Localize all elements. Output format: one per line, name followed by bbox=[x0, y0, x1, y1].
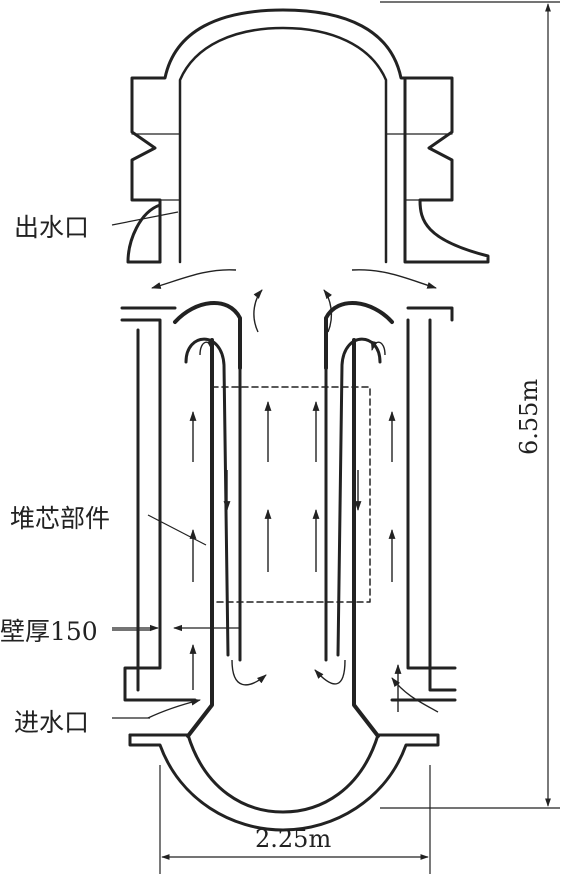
upper-head bbox=[126, 8, 490, 264]
dimension-lines bbox=[159, 1, 560, 874]
dimension-arrows bbox=[161, 3, 551, 860]
core-region bbox=[211, 386, 371, 603]
leader-lines bbox=[111, 211, 207, 719]
dimension-height: 6.55m bbox=[515, 379, 543, 455]
flow-arrows bbox=[147, 269, 439, 719]
lower-head bbox=[128, 733, 440, 832]
core-barrel bbox=[173, 301, 394, 738]
label-wall-thickness: 壁厚150 bbox=[0, 617, 98, 646]
label-core: 堆芯部件 bbox=[10, 504, 110, 533]
label-inlet: 进水口 bbox=[14, 708, 89, 737]
dimension-width: 2.25m bbox=[255, 825, 331, 853]
vessel-shell bbox=[120, 306, 457, 702]
label-outlet: 出水口 bbox=[14, 213, 89, 242]
